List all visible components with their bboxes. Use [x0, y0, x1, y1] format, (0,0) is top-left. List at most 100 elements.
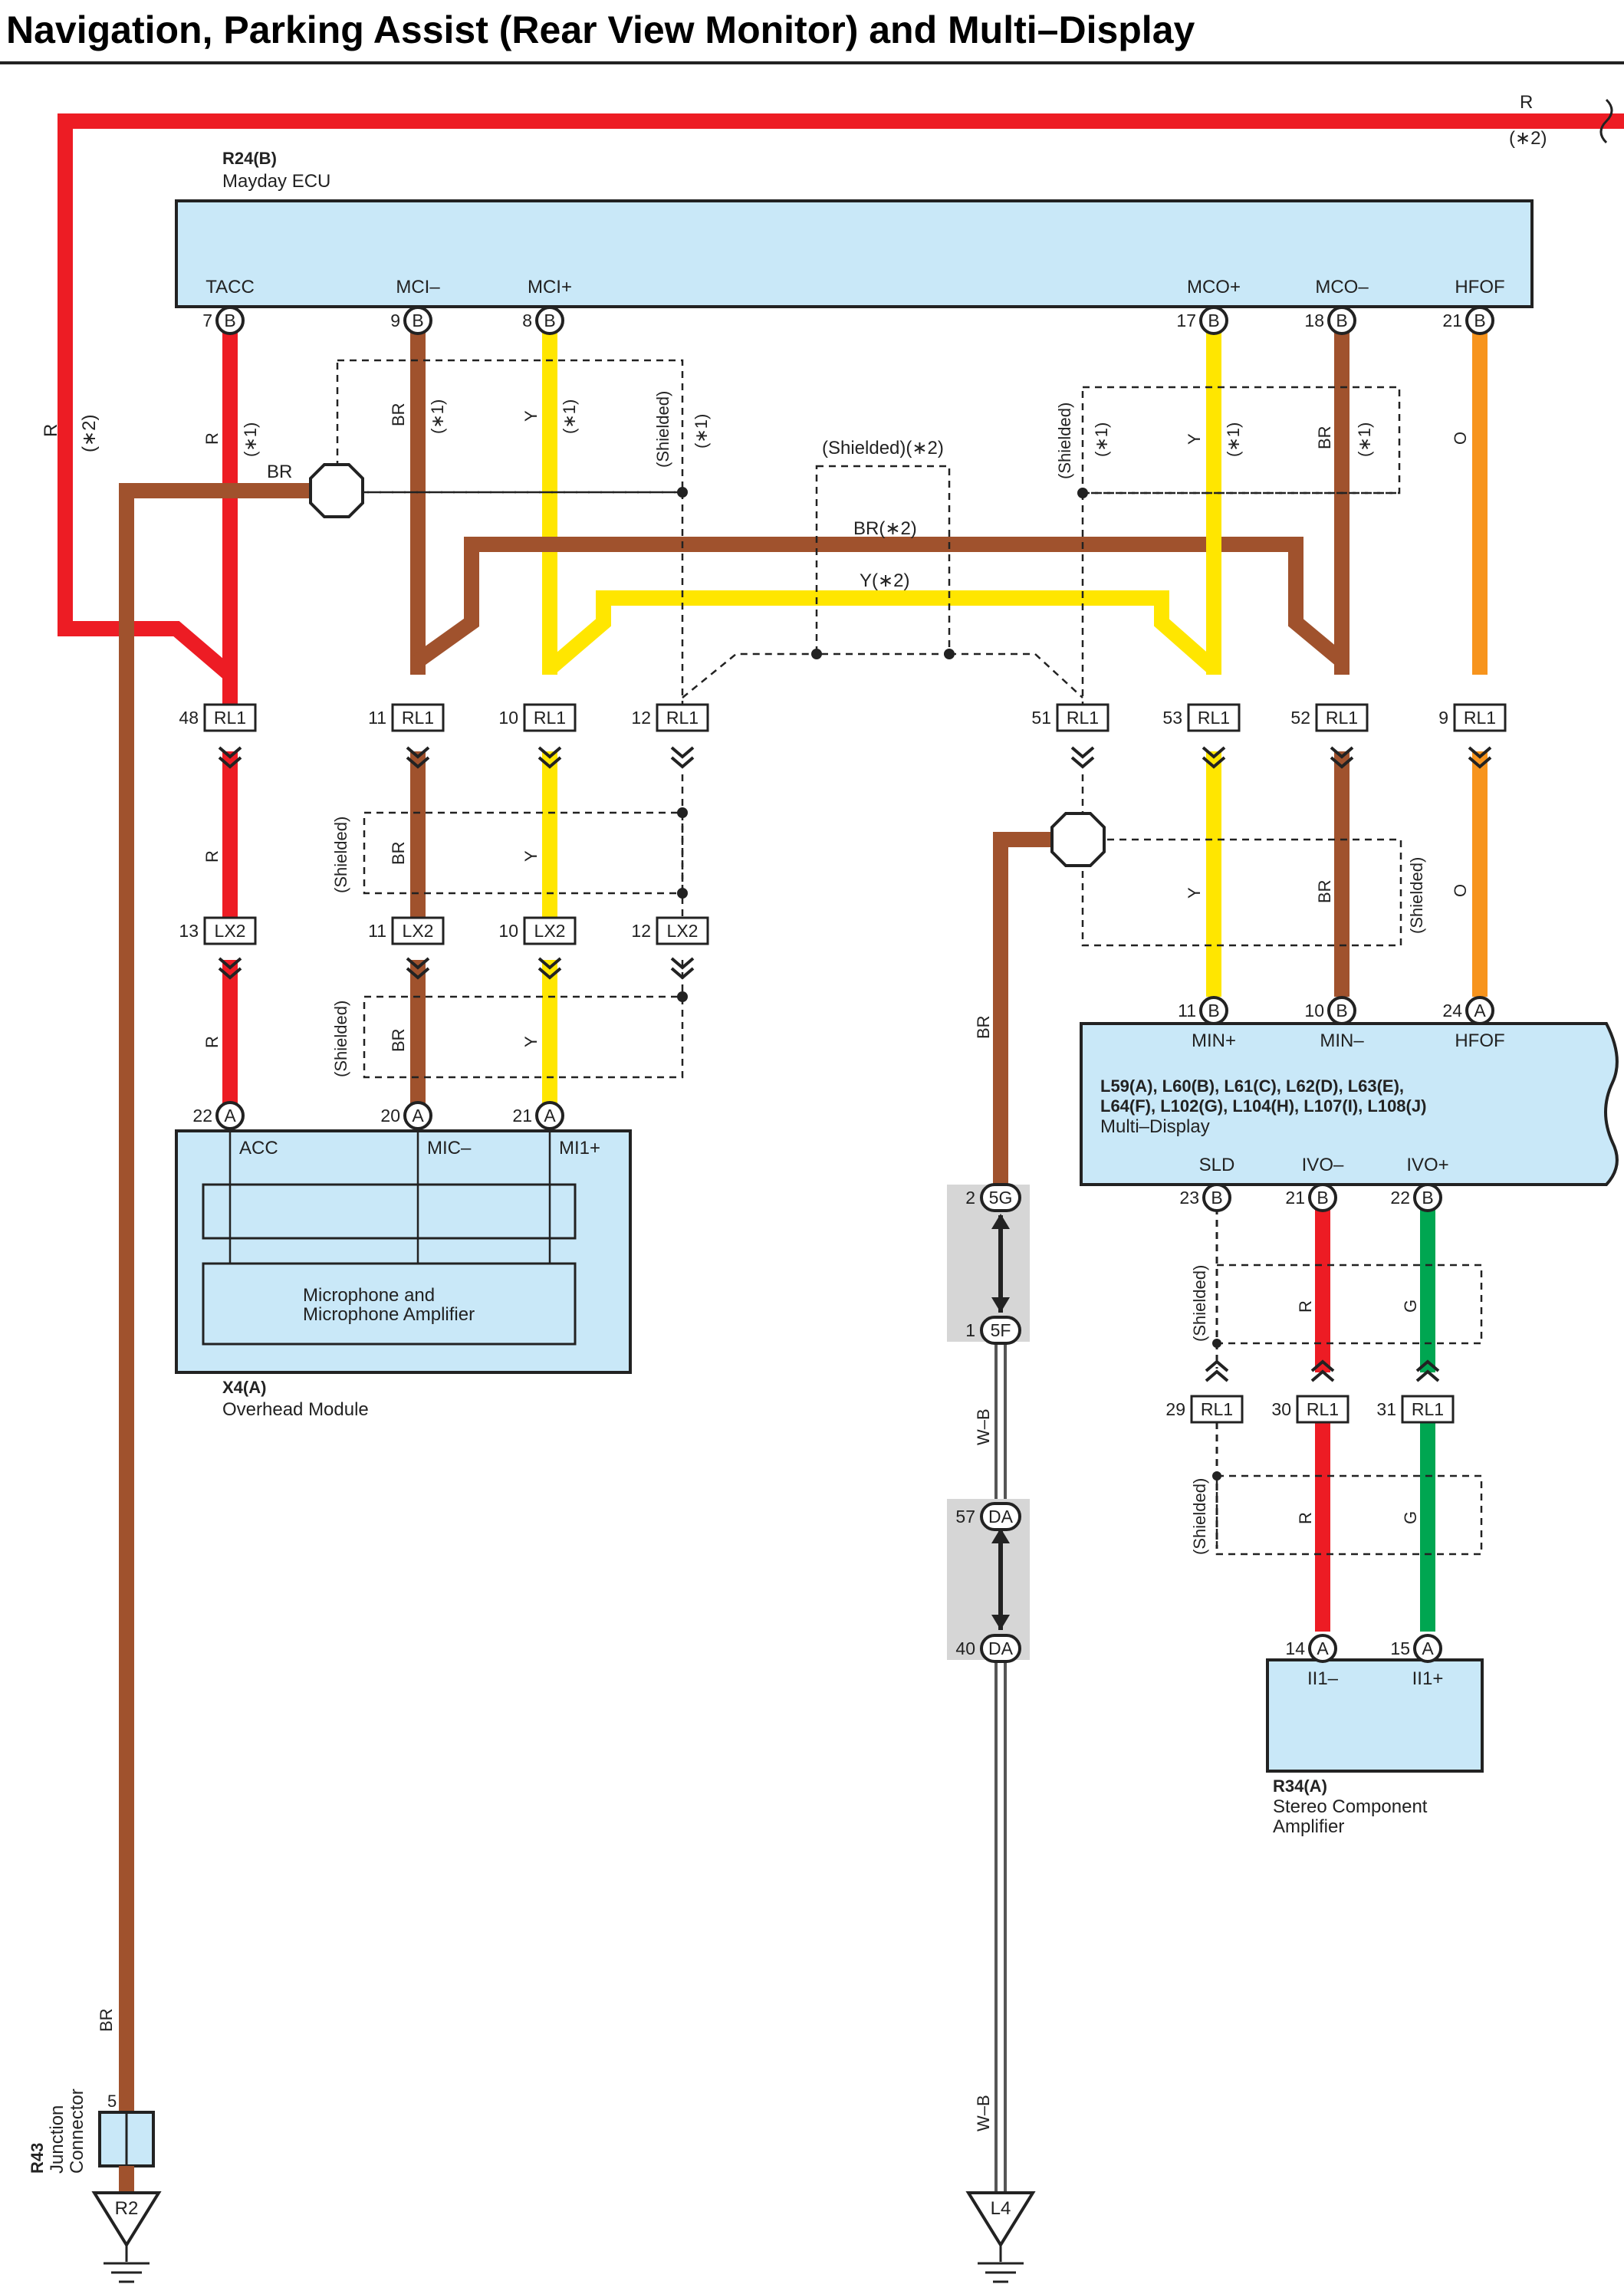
inline-connector: RL1 9: [1438, 703, 1507, 732]
dot: [944, 649, 955, 659]
terminal-circle: [215, 1101, 245, 1130]
ecu-terminal-label: HFOF: [1455, 277, 1504, 297]
splice-pin: 1: [965, 1320, 975, 1340]
shielded-note-mco: (∗1): [1092, 422, 1111, 457]
connector-tag: [656, 703, 709, 732]
connector-chevron: [406, 957, 430, 970]
wire-label-r-ii1: R: [1296, 1512, 1315, 1524]
terminal-pin: 22: [192, 1106, 212, 1126]
terminal-pin: 17: [1176, 311, 1196, 330]
dot: [677, 807, 688, 818]
multi-display-terminals: B11MIN+B10MIN–A24HFOFB23SLDB21IVO–B22IVO…: [1178, 996, 1505, 1212]
connector-name: RL1: [1307, 1399, 1339, 1419]
terminal-connector: B: [412, 311, 423, 330]
wire-label-br-5g: BR: [974, 1015, 993, 1039]
wire-label-br-ground: BR: [267, 462, 292, 482]
wire-note-mco-plus: (∗1): [1224, 422, 1243, 457]
terminal: B7: [202, 306, 245, 335]
connector-chevron: [537, 756, 562, 769]
terminal-pin: 22: [1390, 1188, 1410, 1208]
terminal-pin: 10: [1304, 1001, 1324, 1020]
dot: [677, 487, 688, 498]
terminal: A20: [380, 1101, 432, 1130]
overhead-module-box: [175, 1129, 632, 1374]
connector-name: RL1: [1067, 708, 1099, 728]
connector-chevron: [1310, 1369, 1335, 1382]
wire-cross-y: [544, 590, 1219, 675]
md-top-terminal-label: MIN–: [1320, 1030, 1364, 1051]
shield-box-lx2-bottom: [363, 995, 684, 1079]
wire-cross-br: [413, 537, 1347, 668]
ecu-terminal-label: MCI+: [528, 277, 572, 297]
terminal-circle: [1327, 306, 1356, 335]
wire-label-y-mid: Y: [521, 850, 541, 862]
connector-pin: 30: [1271, 1399, 1291, 1419]
wire-label-g-ivo: G: [1401, 1300, 1420, 1313]
splice-name: 5G: [989, 1188, 1013, 1208]
junction-name-1: Junction: [47, 2105, 67, 2174]
splice-oval: [980, 1634, 1021, 1663]
ecu-terminal-label: MCO+: [1187, 277, 1241, 297]
connector-pin: 9: [1438, 708, 1448, 728]
ground-label: R2: [115, 2198, 139, 2219]
connector-name: RL1: [1412, 1399, 1444, 1419]
connector-name: RL1: [1464, 708, 1496, 728]
connector-pin: 12: [631, 708, 651, 728]
splice-pin: 40: [955, 1638, 975, 1658]
terminal-circle: [1199, 996, 1228, 1025]
shield-ground-circle-right: [1050, 812, 1106, 867]
splice-name: DA: [988, 1507, 1014, 1527]
connector-tag: [656, 916, 709, 945]
shield-box-mci: [336, 359, 684, 494]
shielded-label-mco: (Shielded): [1055, 403, 1074, 479]
ground-symbols: R2 L4: [91, 2191, 1036, 2283]
wire-label-r-ivo: R: [1296, 1300, 1315, 1313]
wire-note-mci-minus: (∗1): [428, 399, 447, 434]
wire-label-y-low: Y: [521, 1036, 541, 1047]
terminal-circle: [1413, 1183, 1442, 1212]
connector-chevron: [670, 756, 695, 769]
dot: [1212, 1471, 1221, 1481]
terminal-connector: B: [1336, 311, 1347, 330]
connector-name: RL1: [1326, 708, 1358, 728]
wire-label-hfof: O: [1451, 432, 1470, 445]
wire-note-mci-plus: (∗1): [560, 399, 579, 434]
terminal-connector: B: [1317, 1188, 1328, 1208]
ground-triangle: [965, 2191, 1036, 2248]
overhead-module-name: Overhead Module: [222, 1399, 369, 1420]
shield-box-min: [1081, 838, 1402, 947]
connector-tag: [523, 703, 577, 732]
connector-chevron: [218, 756, 242, 769]
ground-label: L4: [991, 2198, 1011, 2219]
amp-terminal-label: II1+: [1412, 1668, 1444, 1689]
ground-triangle: [91, 2191, 162, 2248]
terminal-pin: 23: [1179, 1188, 1199, 1208]
terminal-circle: [535, 306, 564, 335]
terminal: B10: [1304, 996, 1356, 1025]
connector-chevron: [1070, 756, 1095, 769]
mayday-ecu-box: [175, 199, 1534, 308]
terminal: A22: [192, 1101, 245, 1130]
terminal-connector: B: [1211, 1188, 1222, 1208]
terminal-pin: 11: [1178, 1001, 1196, 1020]
terminal-circle: [1327, 996, 1356, 1025]
wire-label-mci-minus: BR: [389, 403, 408, 426]
middle-wire-labels: R (Shielded) BR Y R (Shielded) BR Y Y BR…: [202, 817, 1470, 1077]
junction-wire-label: BR: [97, 2008, 116, 2032]
overhead-terminal-label: ACC: [239, 1138, 278, 1159]
terminal-pin: 8: [522, 311, 532, 330]
connector-pin: 10: [498, 708, 518, 728]
terminal: B9: [390, 306, 432, 335]
connector-tag: [1453, 703, 1507, 732]
multi-display-ids-1: L59(A), L60(B), L61(C), L62(D), L63(E),: [1100, 1076, 1404, 1096]
shielded-label-ivo-top: (Shielded): [1190, 1265, 1209, 1342]
connector-chevron: [218, 957, 242, 970]
ground-symbol: R2: [91, 2191, 162, 2283]
connector-pin: 10: [498, 921, 518, 941]
connector-chevron: [1330, 746, 1354, 759]
terminal: B21: [1442, 306, 1494, 335]
connector-tag: [391, 703, 445, 732]
